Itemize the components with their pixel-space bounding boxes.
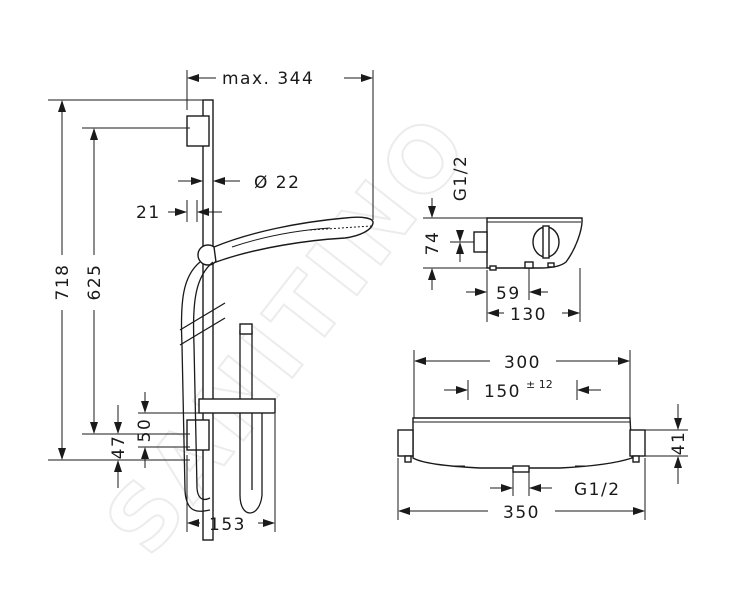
hand-shower [213,216,374,263]
dim-side-height: 74 [423,231,443,256]
shower-hose [180,261,211,512]
shower-set-drawing: max. 344 718 625 Ø 22 21 50 [48,69,374,541]
dim-connection-side: G1/2 [451,155,471,202]
dim-front-outlet: G1/2 [574,480,621,500]
break-mark [179,302,226,331]
dim-front-inner-width: 300 [504,353,541,373]
dim-diameter: Ø 22 [254,173,300,193]
thermostat-front-body [412,417,633,469]
hose-connector [239,323,253,335]
break-mark [179,317,226,346]
dim-side-depth-small: 59 [496,284,521,304]
wall-connector [473,231,488,253]
dim-front-spacing-tolerance: ± 12 [526,378,553,391]
dim-side-depth: 130 [510,305,547,325]
dim-wall-offset: 21 [136,203,161,223]
bottom-outlet [512,465,530,473]
dim-total-height: 718 [53,264,73,301]
right-end-cap [629,429,646,457]
dim-max-width: max. 344 [222,69,314,89]
left-end-cap [397,429,414,457]
thermostat-side-drawing: G1/2 74 59 130 [423,155,583,325]
dim-front-height: 41 [669,431,689,456]
shower-rail [202,99,214,541]
dim-front-total-width: 350 [503,503,540,523]
dim-front-spacing: 150 [484,382,521,402]
dim-holder-height: 50 [135,418,155,443]
watermark: SANITINO [85,94,491,573]
dim-base-width: 153 [209,515,246,535]
dim-rail-height: 625 [85,264,105,301]
top-wall-bracket [186,115,210,147]
bottom-wall-bracket [186,419,210,451]
shelf [198,398,276,414]
thermostat-front-drawing: 300 150 ± 12 41 G1/2 350 [397,350,689,523]
dim-bottom-offset: 47 [109,435,129,460]
